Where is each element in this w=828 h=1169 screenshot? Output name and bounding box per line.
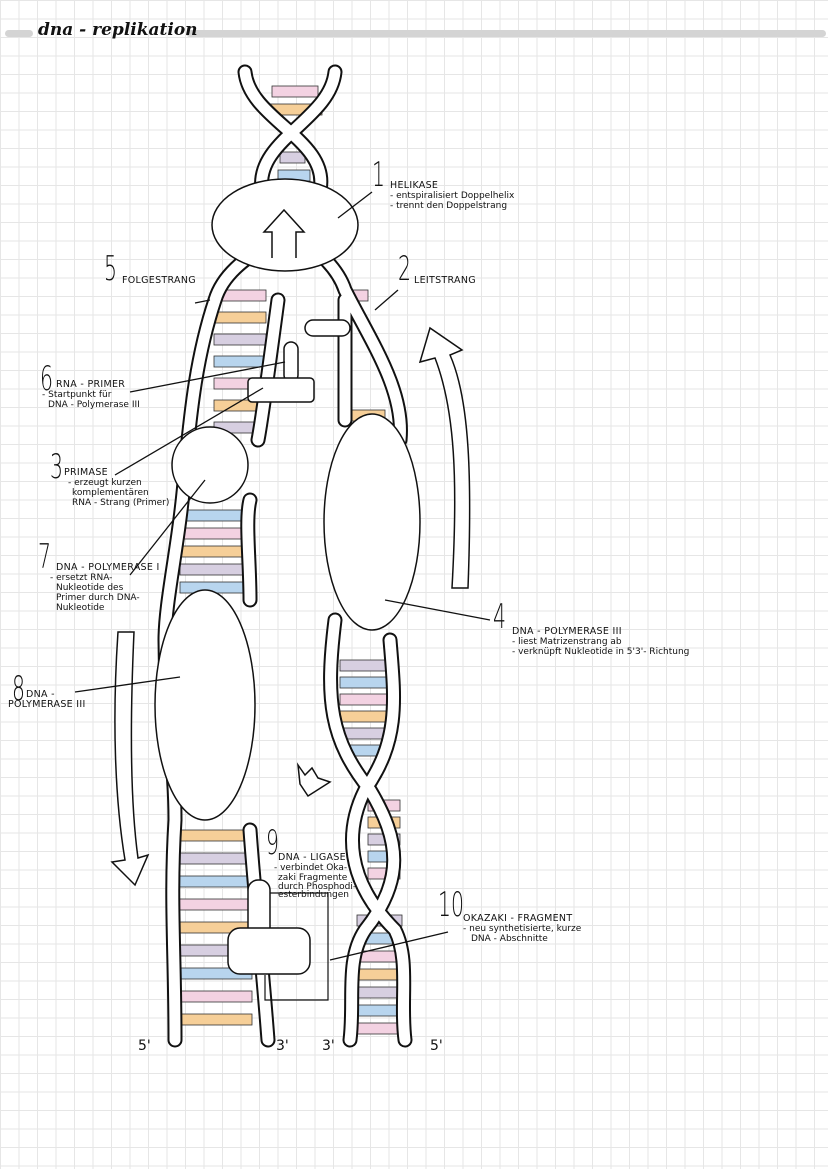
leader-lines: [74, 191, 491, 961]
primase-desc-2: komplementären: [72, 488, 149, 498]
rna-primer-block: [247, 377, 315, 403]
polymerase-iii-title: DNA - POLYMERASE III: [512, 626, 622, 637]
polymerase-iii-desc-1: - liest Matrizenstrang ab: [512, 637, 622, 647]
label-rna-primer: RNA - PRIMER - Startpunkt für DNA - Poly…: [42, 379, 140, 411]
base-pair: [271, 85, 319, 98]
base-pair: [179, 545, 249, 558]
primase-desc-1: - erzeugt kurzen: [68, 478, 142, 488]
label-polymerase-i: DNA - POLYMERASE I - ersetzt RNA- Nukleo…: [50, 562, 160, 614]
dna-ligase-desc-2: zaki Fragmente: [278, 873, 348, 883]
dna-ligase-enzyme: [227, 927, 311, 975]
helicase-title: HELIKASE: [390, 180, 439, 191]
header-bar-right: [186, 30, 826, 37]
end-label-3prime-left: 3': [276, 1038, 289, 1054]
label-primase: PRIMASE - erzeugt kurzen komplementären …: [64, 467, 170, 509]
polymerase-i-desc-1: - ersetzt RNA-: [50, 573, 113, 583]
label-3-number: 3: [50, 447, 63, 487]
leitstrang-title: LEITSTRANG: [414, 275, 476, 286]
base-pair: [213, 311, 267, 324]
polymerase-i-desc-3: Primer durch DNA-: [56, 593, 140, 603]
label-dna-ligase: DNA - LIGASE - verbindet Oka- zaki Fragm…: [274, 852, 357, 900]
base-pair: [179, 527, 249, 540]
base-pair: [356, 1022, 403, 1035]
label-leitstrang: LEITSTRANG: [414, 276, 476, 286]
base-pair: [339, 693, 391, 706]
end-label-5prime-right: 5': [430, 1038, 443, 1054]
polymerase-iii-desc-2: - verknüpft Nukleotide in 5'3'- Richtung: [512, 647, 690, 657]
polymerase-i-title: DNA - POLYMERASE I: [56, 562, 160, 573]
base-pair: [169, 852, 253, 865]
base-pair: [213, 355, 267, 368]
dna-ligase-desc-4: esterbindungen: [278, 890, 349, 900]
helicase-direction-arrow-icon: [262, 208, 306, 258]
primase-desc-3: RNA - Strang (Primer): [72, 498, 170, 508]
label-8-number: 8: [12, 669, 25, 709]
dna-polymerase-iii-leading: [323, 413, 421, 631]
base-pair: [356, 1004, 403, 1017]
base-pair: [169, 829, 253, 842]
base-pair: [339, 710, 391, 723]
label-5-number: 5: [104, 249, 117, 289]
polymerase-iii-lagging-title: DNA -: [26, 689, 55, 700]
polymerase-i-desc-2: Nukleotide des: [56, 583, 124, 593]
header-bar-left: [5, 30, 33, 37]
lagging-direction-arrow-icon: [110, 631, 150, 887]
leading-primer: [304, 319, 351, 337]
end-label-3prime-right: 3': [322, 1038, 335, 1054]
label-1-number: 1: [372, 155, 385, 195]
dna-ligase-desc-1: - verbindet Oka-: [274, 863, 348, 873]
folgestrang-title: FOLGESTRANG: [122, 275, 196, 286]
leading-direction-arrow-icon: [418, 326, 471, 589]
label-2-number: 2: [398, 249, 411, 289]
base-pair: [179, 563, 249, 576]
label-7-number: 7: [38, 537, 51, 577]
base-pair: [179, 509, 249, 522]
label-helicase: HELIKASE - entspiralisiert Doppelhelix -…: [390, 180, 515, 212]
helicase-desc-2: - trennt den Doppelstrang: [390, 201, 508, 211]
label-polymerase-iii-lagging: DNA - POLYMERASE III: [8, 689, 86, 710]
okazaki-box: [264, 892, 329, 1001]
label-9-number: 9: [266, 823, 279, 863]
label-okazaki: OKAZAKI - FRAGMENT - neu synthetisierte,…: [463, 913, 582, 945]
rna-primer-bar: [283, 341, 299, 383]
page-title: dna - replikation: [38, 20, 198, 40]
okazaki-desc-1: - neu synthetisierte, kurze: [463, 924, 582, 934]
label-folgestrang: FOLGESTRANG: [122, 276, 196, 286]
okazaki-title: OKAZAKI - FRAGMENT: [463, 913, 573, 924]
label-6-number: 6: [40, 359, 53, 399]
base-pair: [339, 659, 391, 672]
dna-ligase-title: DNA - LIGASE: [278, 852, 346, 863]
label-10-number: 10: [438, 885, 464, 925]
fragment-marker-icon: [296, 762, 332, 798]
polymerase-iii-lagging-title-2: POLYMERASE III: [8, 699, 86, 710]
polymerase-i-desc-4: Nukleotide: [56, 603, 105, 613]
base-pair: [356, 968, 403, 981]
rna-primer-desc-1: - Startpunkt für: [42, 390, 112, 400]
helicase-desc-1: - entspiralisiert Doppelhelix: [390, 191, 515, 201]
rna-primer-desc-2: DNA - Polymerase III: [48, 400, 140, 410]
end-label-5prime-left: 5': [138, 1038, 151, 1054]
base-pair: [213, 333, 267, 346]
dna-ligase-desc-3: durch Phosphodi-: [278, 882, 357, 892]
base-pair: [169, 990, 253, 1003]
base-pair: [356, 986, 403, 999]
okazaki-desc-2: DNA - Abschnitte: [471, 934, 548, 944]
primase-title: PRIMASE: [64, 467, 108, 478]
base-pair: [339, 676, 391, 689]
rna-primer-title: RNA - PRIMER: [56, 379, 126, 390]
primase-enzyme: [171, 426, 249, 504]
base-pair: [169, 875, 253, 888]
label-polymerase-iii: DNA - POLYMERASE III - liest Matrizenstr…: [512, 626, 690, 658]
base-pair: [169, 898, 253, 911]
label-4-number: 4: [493, 597, 506, 637]
dna-polymerase-iii-lagging: [154, 589, 256, 821]
